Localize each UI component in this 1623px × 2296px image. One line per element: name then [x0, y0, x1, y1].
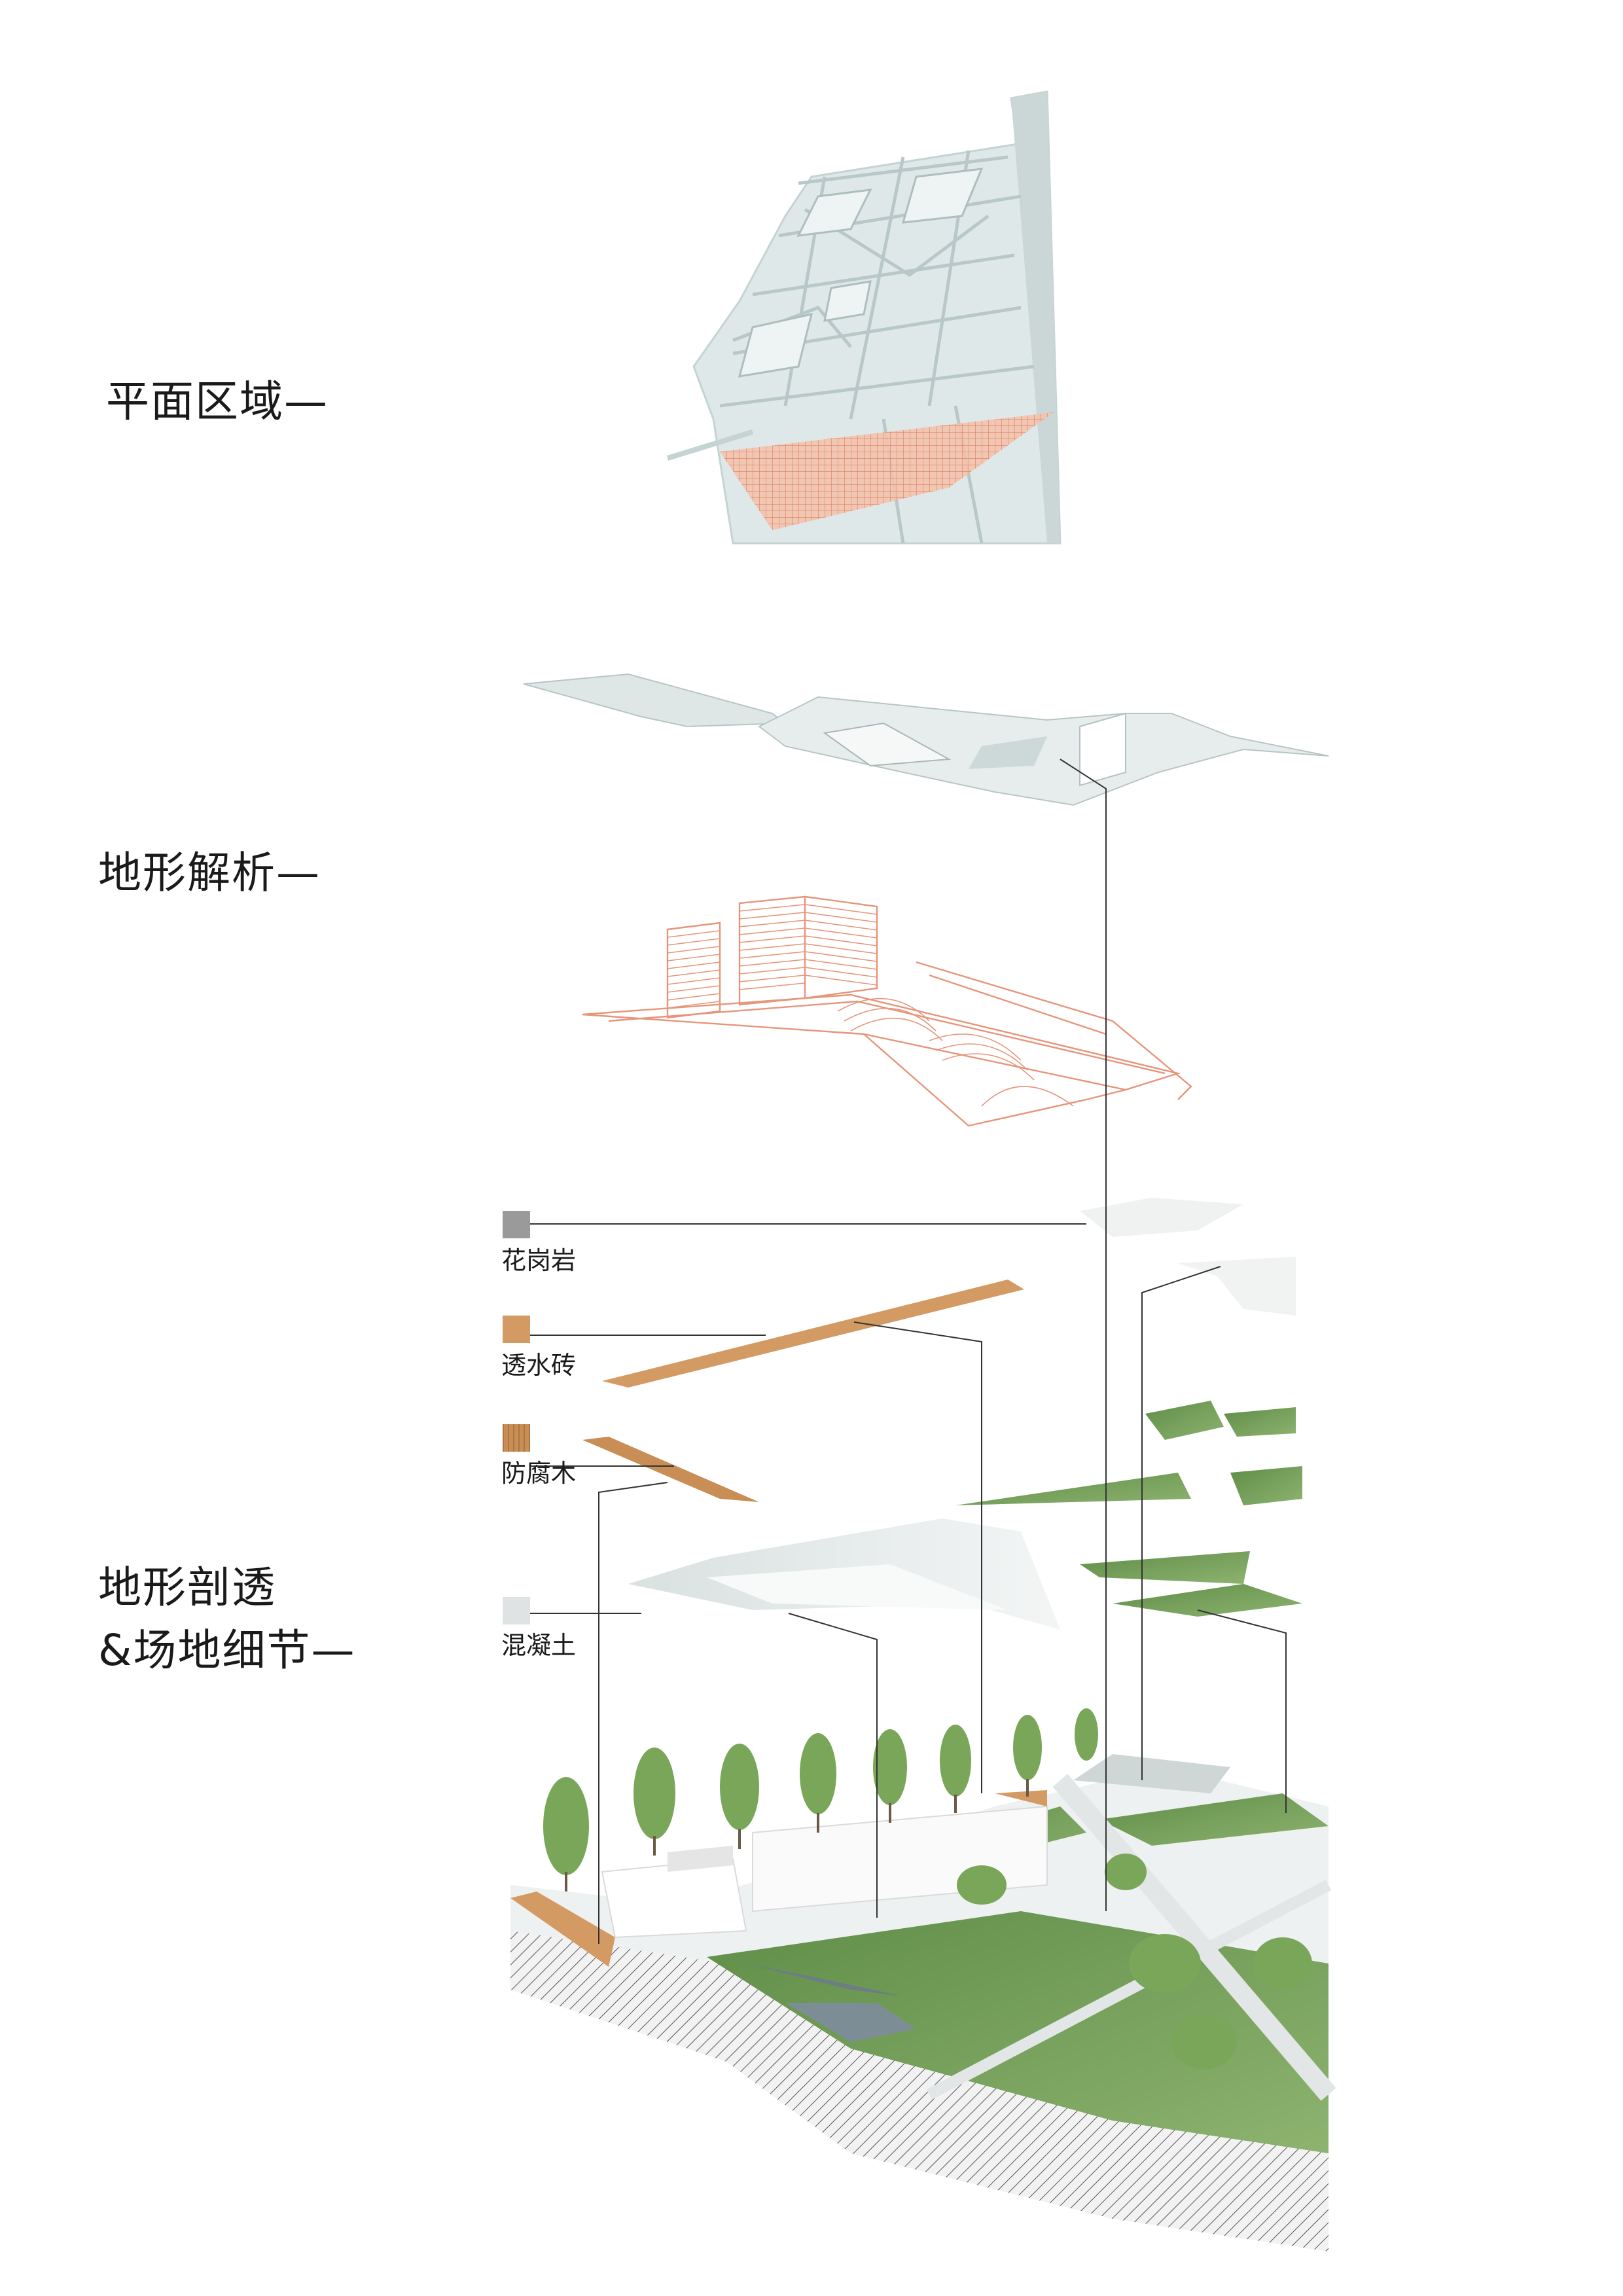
heading-plan-area: 平面区域—: [106, 376, 329, 427]
wood-label: 防腐木: [501, 1459, 577, 1488]
plan-highlight-zone: [720, 412, 1054, 530]
permeable-brick-swatch: [503, 1316, 530, 1343]
plan-area-model: [666, 90, 1061, 545]
granite-layer: [1080, 1198, 1296, 1316]
wood-swatch: [503, 1424, 530, 1452]
terrain-slab: [523, 673, 1329, 806]
leader-lines: [530, 759, 1287, 1944]
granite-swatch: [503, 1211, 530, 1238]
concrete-label: 混凝土: [501, 1631, 577, 1660]
permeable-brick-layer: [602, 1280, 1024, 1388]
concrete-layer: [628, 1518, 1060, 1630]
wood-layer: [582, 1437, 759, 1502]
permeable-brick-label: 透水砖: [501, 1351, 577, 1380]
grass-layer: [955, 1401, 1302, 1617]
concrete-swatch: [503, 1597, 530, 1624]
site-section-perspective: [510, 1708, 1336, 2251]
heading-terrain-section: 地形剖透 &场地细节—: [98, 1556, 355, 1682]
heading-terrain-analysis: 地形解析—: [98, 848, 321, 898]
heading-terrain-section-line1: 地形剖透: [98, 1562, 276, 1613]
contour-model: [582, 895, 1192, 1127]
granite-label: 花岗岩: [501, 1246, 577, 1275]
heading-terrain-section-line2: &场地细节—: [98, 1625, 356, 1676]
